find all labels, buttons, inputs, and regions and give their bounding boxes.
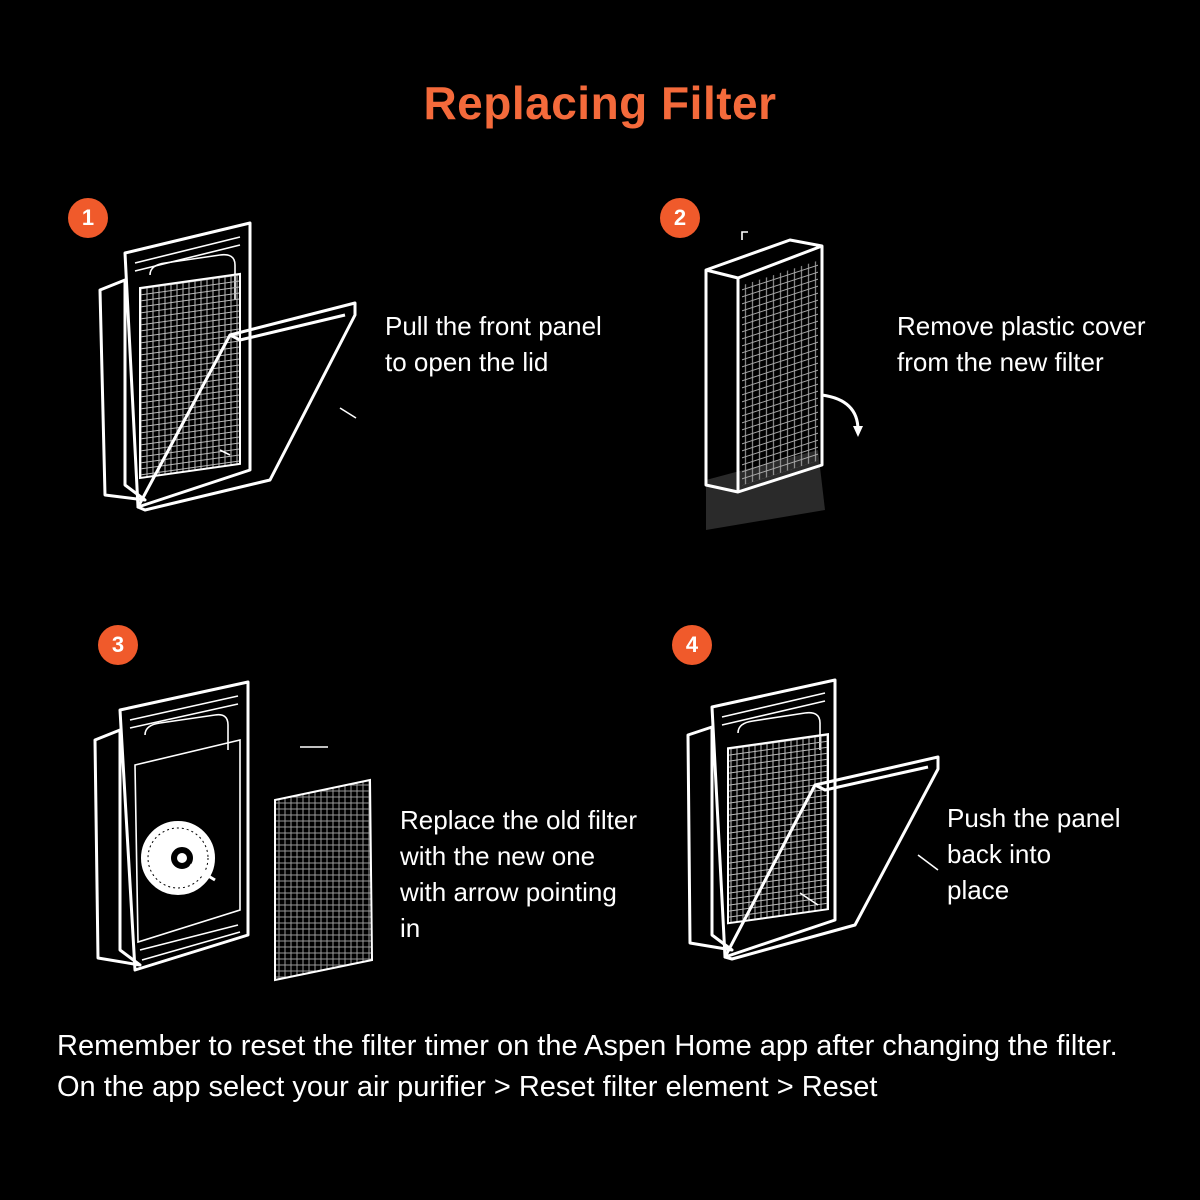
purifier-filter-swap-icon	[93, 680, 374, 982]
footer-line-1: Remember to reset the filter timer on th…	[57, 1030, 1118, 1062]
purifier-close-lid-icon	[686, 678, 940, 961]
step-1-badge: 1	[68, 198, 108, 238]
page-title: Replacing Filter	[423, 77, 777, 129]
step-1-text: Pull the front panel to open the lid	[385, 311, 602, 377]
step-3-badge: 3	[98, 625, 138, 665]
purifier-open-lid-icon	[98, 221, 357, 512]
step-4-badge: 4	[672, 625, 712, 665]
step-3-text: Replace the old filter with the new one …	[400, 805, 638, 943]
step-2-text: Remove plastic cover from the new filter	[897, 311, 1146, 377]
footer-line-2: On the app select your air purifier > Re…	[57, 1071, 878, 1103]
footer-note: Remember to reset the filter timer on th…	[57, 1026, 1157, 1108]
step-2-badge: 2	[660, 198, 700, 238]
step-4-text: Push the panel back into place	[947, 803, 1121, 905]
filter-cover-icon	[704, 231, 863, 530]
